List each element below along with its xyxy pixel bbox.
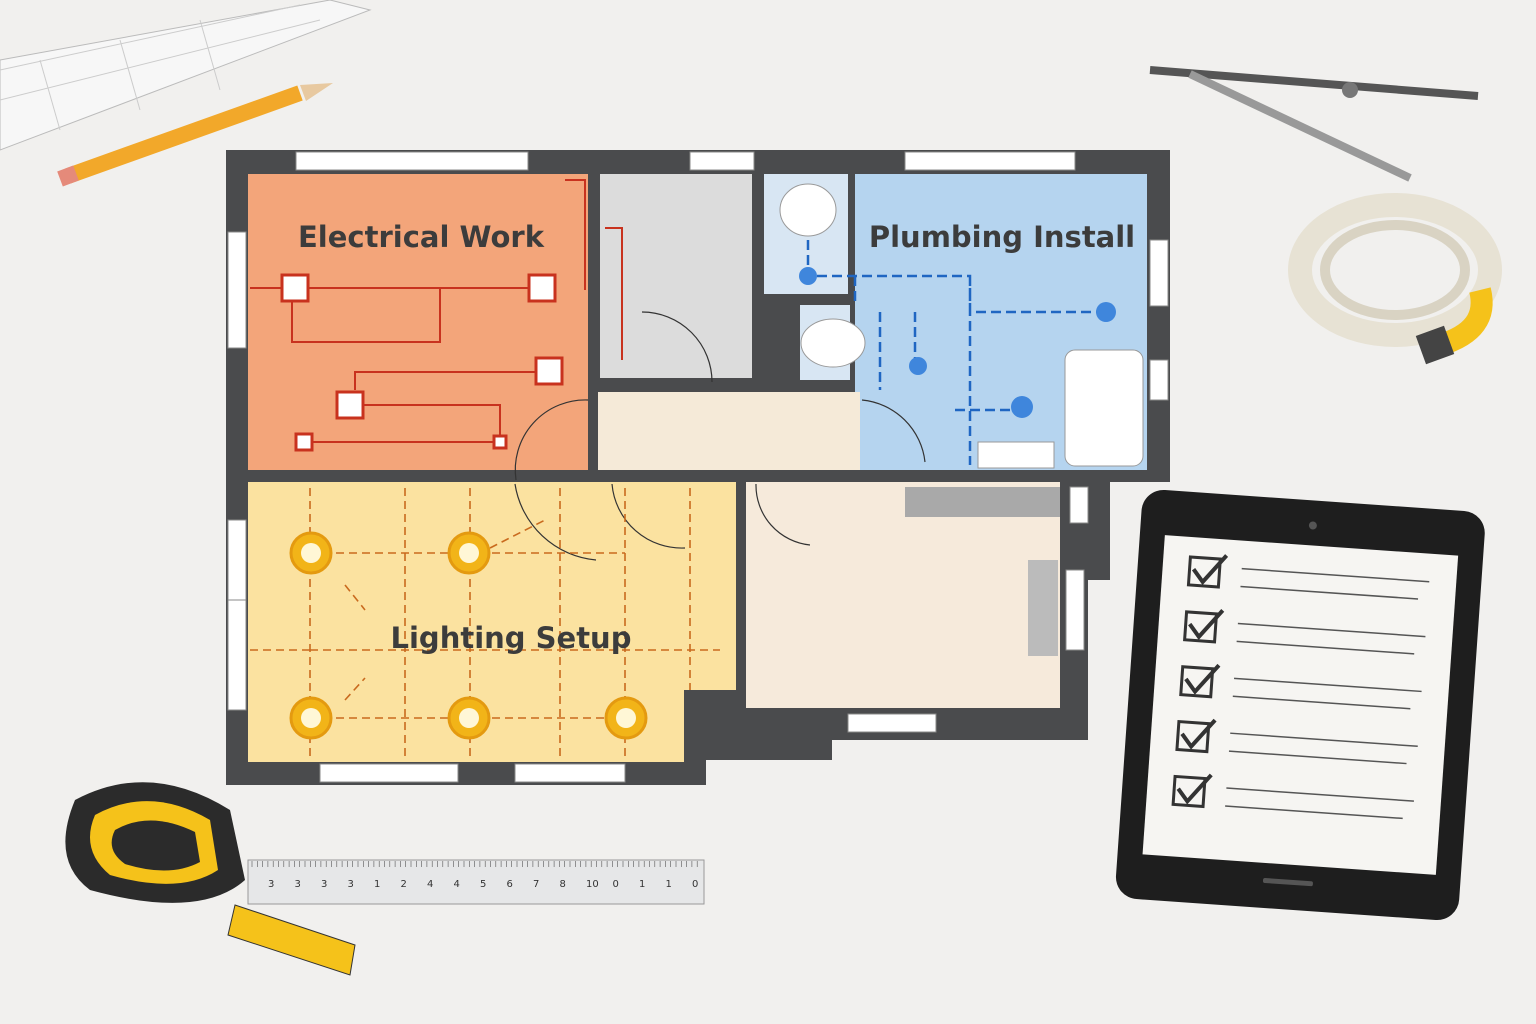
ruler-number: 1 [639,879,645,890]
ruler-number: 7 [533,879,539,890]
checkmark-icon [1176,773,1213,805]
checklist-item [1175,718,1418,765]
ruler-number: 5 [480,879,486,890]
plumbing-fixtures [799,267,1116,418]
ruler-number: 1 [666,879,672,890]
ruler-number: 3 [295,879,301,890]
light-fixtures [289,531,648,740]
checkbox-icon [1183,610,1219,644]
lighting-zone-label: Lighting Setup [391,621,632,655]
checkbox-icon [1175,719,1211,754]
ruler-number: 0 [692,879,698,890]
ruler-number: 4 [427,879,433,890]
ruler-number: 8 [560,879,566,890]
ruler-number: 6 [507,879,513,890]
electrical-zone [248,174,588,470]
pencil-icon [57,83,333,187]
bathtub-icon [1064,349,1144,467]
checklist-item [1183,609,1426,655]
lighting-zone [248,482,736,762]
checkbox-icon [1186,555,1222,589]
ruler-number: 2 [401,879,407,890]
tape-measure-icon [65,782,356,976]
tablet-checklist-icon [1115,489,1485,921]
checklist-item [1171,773,1414,820]
checkmark-icon [1180,718,1217,750]
ruler-number: 3 [348,879,354,890]
toilet-icon [779,183,837,237]
checkmark-icon [1191,554,1229,586]
checklist-item [1179,663,1422,710]
checkbox-icon [1179,665,1215,699]
electrical-outlets [280,273,564,452]
checkmark-icon [1188,609,1225,640]
kitchen-area [746,482,1060,708]
plumbing-zone-label: Plumbing Install [869,220,1135,254]
ruler-number: 0 [613,879,619,890]
checkmark-icon [1184,663,1221,695]
toilet-icon [800,318,866,368]
ruler-number: 3 [268,879,274,890]
ruler-number: 1 [374,879,380,890]
ruler-number: 4 [454,879,460,890]
checkbox-icon [1171,774,1207,809]
sink-icon [977,441,1055,469]
checklist-item [1186,554,1430,600]
compass-icon [1149,66,1479,182]
electrical-zone-label: Electrical Work [298,220,545,254]
floor-plan: Electrical Work Plumbing Install Lightin… [226,150,1170,785]
blueprint-roll-icon [0,0,372,151]
ruler-number: 3 [321,879,327,890]
ruler-number: 10 [586,879,599,890]
tape-measure-coil-icon [1288,193,1502,365]
